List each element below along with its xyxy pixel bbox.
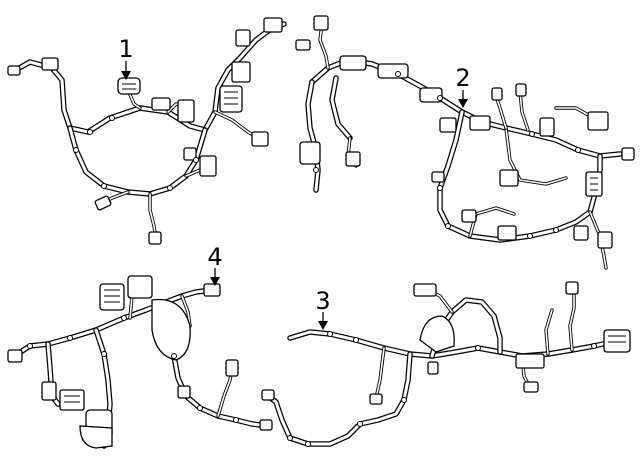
harness-3 [261,281,631,447]
callout-label-4: 4 [207,243,222,271]
leader-arrow-4 [210,277,220,286]
callout-3: 3 [315,287,331,330]
callout-label-2: 2 [455,64,470,92]
leader-arrow-3 [318,321,328,330]
callout-1: 1 [118,35,134,80]
callout-label-3: 3 [315,287,330,315]
leader-arrow-2 [458,99,468,108]
callout-4: 4 [207,243,223,286]
harness-4 [7,275,273,449]
harness-1 [7,17,287,245]
leader-arrow-1 [121,71,131,80]
callout-2: 2 [455,64,471,108]
callout-label-1: 1 [118,35,133,63]
harness-2 [295,15,635,270]
